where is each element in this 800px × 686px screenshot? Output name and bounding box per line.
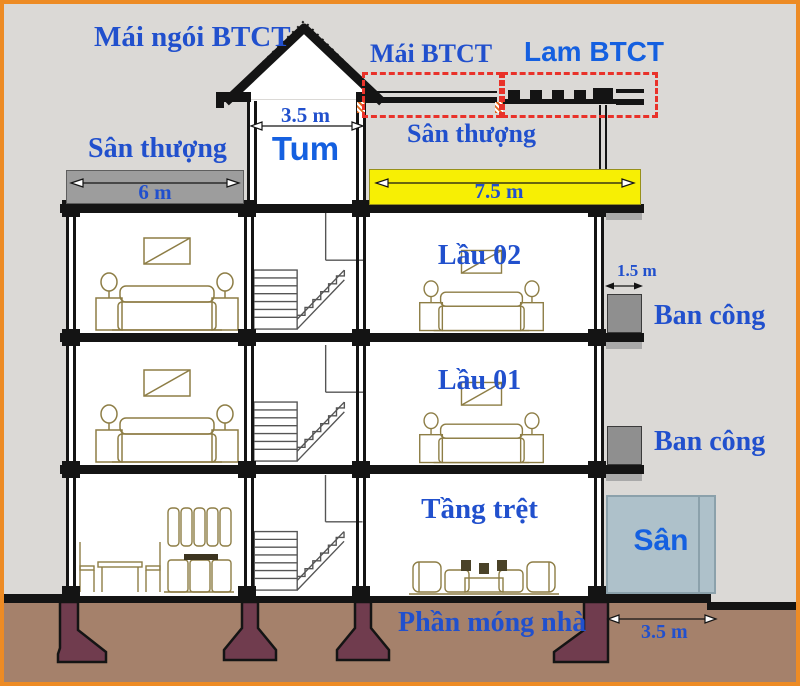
wall-left-inner [73,210,76,596]
label-foundation: Phần móng nhà [398,607,587,638]
bedroom-floor2-left [95,237,239,331]
label-balcony-lower: Ban công [654,426,766,457]
column-joint [352,586,370,602]
louver-beam-bottom [616,99,644,105]
column-joint [238,200,256,217]
flat-roof-highlight-box [362,72,502,118]
louver-block [530,90,542,99]
louver-post [605,105,607,170]
brick-hatch [357,102,365,113]
tile-roof-gable [222,19,386,106]
dim-arrow-terrace-left [69,178,241,188]
louver-highlight-box [502,72,658,118]
tum-wall-left-b [254,101,257,205]
dim-arrow-tum-width [249,121,365,131]
dim-arrow-terrace-right [374,178,636,188]
footing-right [552,602,610,664]
dim-label-yard-width: 3.5 m [641,621,688,643]
tum-wall-right-a [356,101,359,205]
terrace-right-bar [369,169,641,205]
louver-block [552,90,564,99]
footing-left [56,602,108,664]
wall-right-inner [594,210,597,596]
dim-arrow-yard-width [606,614,718,624]
label-louver: Lam BTCT [524,36,664,67]
louver-block [508,90,520,99]
yard-inner-line [698,497,700,592]
dim-label-balcony-depth: 1.5 m [617,261,657,280]
staircase-ground [253,475,363,591]
balcony2-slab-fascia [606,474,642,481]
label-ground-floor: Tầng trệt [421,493,538,525]
label-flat-roof: Mái BTCT [370,39,493,68]
bedroom-floor1-right [419,381,544,464]
staircase-floor2 [253,213,364,330]
louver-beam-top [616,89,644,93]
bedroom-floor1-left [95,369,239,463]
louver-block [574,90,586,99]
terrace-left-bar [66,170,244,204]
column-joint [238,329,256,346]
balcony-block-lower [607,426,642,465]
living-room [409,560,559,595]
ground-line-right [707,602,796,610]
tum-wall-right-b [363,101,366,205]
kitchen-dining [79,507,234,593]
earth-ground [4,602,796,682]
column-joint [352,461,370,478]
roof-eave-left-cap [216,92,224,108]
dim-arrow-balcony-depth [605,282,643,290]
column-joint [352,329,370,346]
yard-block [606,495,716,594]
louver-post [599,105,601,170]
column-joint [588,461,606,478]
wall-mid-left-a [244,210,247,596]
louver-post-head [593,88,613,104]
dim-label-terrace-right: 7.5 m [474,179,524,203]
tum-interior [247,100,364,206]
label-tum: Tum [271,130,340,167]
dim-label-tum-width: 3.5 m [281,103,330,127]
wall-left-outer [66,210,69,596]
label-terrace-right: Sân thượng [407,119,536,148]
terrace-slab-fascia [606,213,642,220]
wall-mid-right-a [356,210,359,596]
column-joint [62,461,80,478]
footing-mid-right [335,602,391,662]
column-joint [588,329,606,346]
staircase-floor1 [253,345,364,462]
flat-roof-top-line [366,91,497,93]
bedroom-floor2-right [419,249,544,332]
column-joint [62,200,80,217]
label-floor-1: Lầu 01 [437,365,522,396]
label-tile-roof: Mái ngói BTCT [94,21,291,53]
building-interior [66,210,604,596]
wall-right-outer [601,210,604,596]
footing-mid-left [222,602,278,662]
tum-wall-left-a [247,101,250,205]
dim-label-terrace-left: 6 m [138,180,172,204]
label-yard: Sân [633,524,689,557]
roof-eave-left [216,92,251,102]
flat-roof-slab [366,97,497,103]
column-joint [62,329,80,346]
louver-base-slab [503,99,644,104]
foundation-footings [56,602,610,664]
column-joint [238,586,256,602]
balcony1-slab-fascia [606,342,642,349]
wall-mid-left-b [251,210,254,596]
column-joint [238,461,256,478]
balcony-block-upper [607,294,642,333]
label-balcony-upper: Ban công [654,300,766,331]
label-floor-2: Lầu 02 [437,240,522,271]
column-joint [352,200,370,217]
label-terrace-left: Sân thượng [88,133,227,164]
column-joint [588,586,606,602]
wall-mid-right-b [363,210,366,596]
column-joint [62,586,80,602]
